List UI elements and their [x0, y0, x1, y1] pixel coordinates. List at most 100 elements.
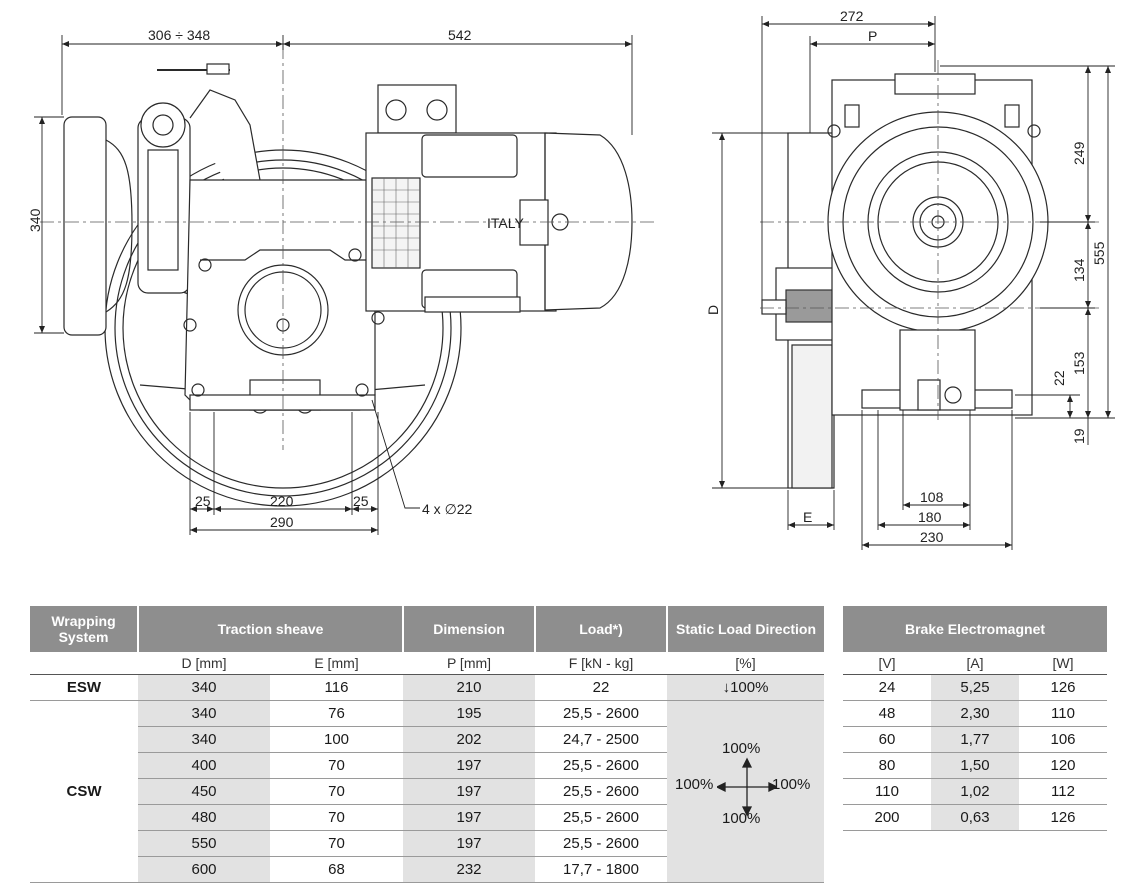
table-row: 340 100 202 24,7 - 2500	[30, 726, 824, 753]
cell-F: 25,5 - 2600	[535, 830, 667, 857]
table-row: 450 70 197 25,5 - 2600	[30, 778, 824, 805]
table-row: 400 70 197 25,5 - 2600	[30, 752, 824, 779]
side-dimensions	[712, 16, 1115, 550]
cell-F: 25,5 - 2600	[535, 752, 667, 779]
dim-249: 249	[1071, 141, 1087, 165]
table-row-esw: ESW 340 116 210 22 ↓100%	[30, 674, 824, 701]
cell-F: 25,5 - 2600	[535, 778, 667, 805]
cell-P: 195	[403, 700, 535, 727]
header-traction-sheave: Traction sheave	[138, 606, 404, 652]
unit-blank	[30, 652, 138, 675]
row-label-csw: CSW	[30, 700, 138, 883]
terminal-grid	[372, 178, 420, 268]
technical-drawing: ITALY 306 ÷ 348 542 340 25 220 25 290 4 …	[27, 8, 1115, 550]
dim-holes: 4 x ∅22	[422, 501, 473, 517]
arrow-down-icon: ↓	[722, 679, 731, 696]
cell-D: 480	[138, 804, 270, 831]
dim-108: 108	[920, 489, 944, 505]
unit-F: F [kN - kg]	[535, 652, 667, 675]
cell-V: 60	[843, 726, 931, 753]
cell-F: 25,5 - 2600	[535, 804, 667, 831]
cell-E: 100	[270, 726, 403, 753]
cell-E: 116	[270, 674, 403, 701]
dim-306-348: 306 ÷ 348	[148, 27, 210, 43]
table-row: 550 70 197 25,5 - 2600	[30, 830, 824, 857]
csw-direction-cell: 100% 100% 100% 100%	[667, 700, 824, 883]
dim-25-left: 25	[195, 493, 211, 509]
cell-A: 1,50	[931, 752, 1019, 779]
cell-D: 340	[138, 674, 270, 701]
dim-272: 272	[840, 8, 864, 24]
cell-P: 232	[403, 856, 535, 883]
dir-right-label: 100%	[772, 775, 811, 793]
dim-D: D	[705, 305, 721, 315]
cell-F: 24,7 - 2500	[535, 726, 667, 753]
cell-W: 106	[1019, 726, 1107, 753]
cell-W: 110	[1019, 700, 1107, 727]
header-wrapping-system: Wrapping System	[30, 606, 139, 652]
cell-D: 450	[138, 778, 270, 805]
cell-V: 80	[843, 752, 931, 779]
cell-P: 197	[403, 830, 535, 857]
traction-sheave-table: Wrapping System Traction sheave Dimensio…	[30, 606, 824, 883]
dim-542: 542	[448, 27, 472, 43]
dim-E: E	[803, 509, 812, 525]
cell-E: 70	[270, 804, 403, 831]
cell-A: 1,02	[931, 778, 1019, 805]
table-row: CSW 340 76 195 25,5 - 2600 100% 100% 100…	[30, 700, 824, 883]
front-dimensions	[34, 35, 633, 535]
dim-P: P	[868, 28, 877, 44]
dim-340: 340	[27, 208, 43, 232]
header-static-load-direction: Static Load Direction	[667, 606, 824, 652]
unit-D: D [mm]	[138, 652, 270, 675]
cell-P: 202	[403, 726, 535, 753]
dim-230: 230	[920, 529, 944, 545]
logo-text: ITALY	[487, 215, 524, 231]
cell-P: 197	[403, 804, 535, 831]
dir-down-label: 100%	[722, 809, 761, 827]
unit-percent: [%]	[667, 652, 824, 675]
cell-F: 17,7 - 1800	[535, 856, 667, 883]
dim-290: 290	[270, 514, 294, 530]
cell-W: 120	[1019, 752, 1107, 779]
cell-F: 25,5 - 2600	[535, 700, 667, 727]
cell-P: 197	[403, 778, 535, 805]
cell-A: 2,30	[931, 700, 1019, 727]
unit-E: E [mm]	[270, 652, 403, 675]
cell-E: 70	[270, 830, 403, 857]
side-view	[761, 73, 1049, 489]
dim-180: 180	[918, 509, 942, 525]
row-label-esw: ESW	[30, 674, 138, 701]
cell-V: 24	[843, 674, 931, 701]
dim-555: 555	[1091, 241, 1107, 265]
dim-220: 220	[270, 493, 294, 509]
cell-D: 550	[138, 830, 270, 857]
cell-E: 76	[270, 700, 403, 727]
cell-D: 400	[138, 752, 270, 779]
unit-A: [A]	[931, 652, 1019, 675]
dim-153: 153	[1071, 351, 1087, 375]
cell-D: 340	[138, 700, 270, 727]
four-way-arrow-icon	[717, 757, 777, 816]
cell-E: 68	[270, 856, 403, 883]
esw-direction: ↓100%	[667, 674, 824, 701]
header-dimension: Dimension	[403, 606, 536, 652]
cell-A: 1,77	[931, 726, 1019, 753]
unit-V: [V]	[843, 652, 931, 675]
cell-A: 0,63	[931, 804, 1019, 831]
table-row: 600 68 232 17,7 - 1800	[30, 856, 824, 883]
dim-134: 134	[1071, 258, 1087, 282]
cell-D: 600	[138, 856, 270, 883]
dir-up-label: 100%	[722, 739, 761, 757]
cell-E: 70	[270, 778, 403, 805]
dim-19: 19	[1071, 428, 1087, 444]
front-centerlines	[40, 45, 655, 450]
dim-25-right: 25	[353, 493, 369, 509]
dim-22: 22	[1051, 370, 1067, 386]
header-load: Load*)	[535, 606, 668, 652]
dir-left-label: 100%	[675, 775, 714, 793]
